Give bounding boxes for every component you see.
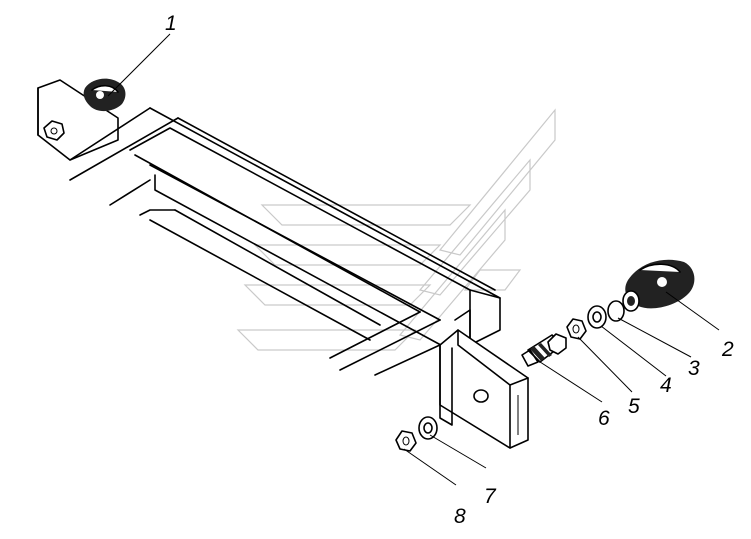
part-7-washer [418,416,438,440]
callout-1: 1 [165,12,177,35]
callout-labels: 1 2 3 4 5 6 7 8 [165,12,734,528]
leader-lines [107,33,720,486]
callout-4: 4 [660,374,672,397]
watermark-logo [236,108,556,351]
mounting-bracket [439,329,529,449]
part-4-washer [587,305,607,329]
callout-8: 8 [454,505,466,528]
part-8-nut [395,430,417,452]
callout-6: 6 [598,407,610,430]
part-5-nut [566,318,587,340]
part-6-connector [521,333,567,367]
callout-7: 7 [484,485,497,508]
part-3-washer [607,300,625,322]
part-2-fitting [622,259,695,312]
callout-2: 2 [721,338,734,361]
callout-5: 5 [628,395,640,418]
callout-3: 3 [688,357,700,380]
crossmember-beam [37,79,501,376]
left-fitting [43,78,126,141]
